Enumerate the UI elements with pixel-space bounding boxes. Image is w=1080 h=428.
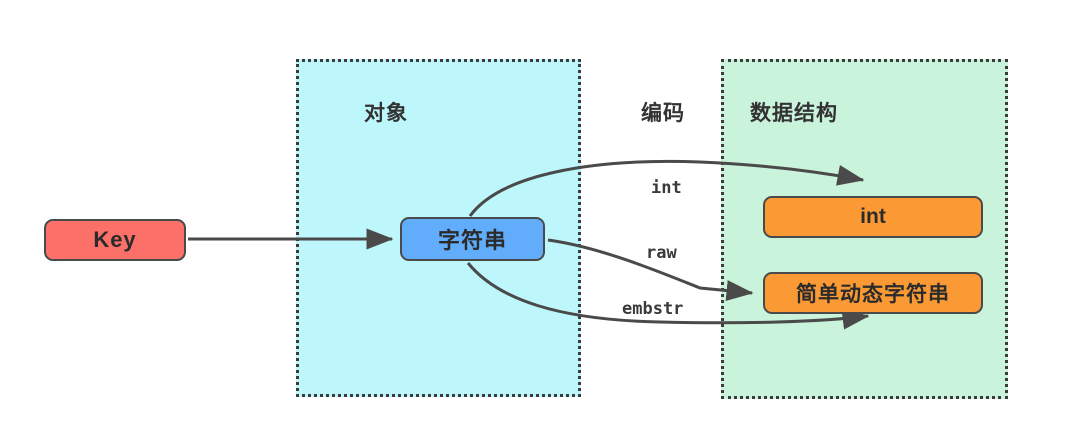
- node-string[interactable]: 字符串: [400, 217, 545, 261]
- node-simple-dynamic-string[interactable]: 简单动态字符串: [763, 272, 983, 314]
- zone-title-data-structure: 数据结构: [750, 102, 838, 125]
- node-key[interactable]: Key: [44, 219, 186, 261]
- edge-label-embstr: embstr: [622, 299, 684, 319]
- zone-title-encoding: 编码: [641, 102, 685, 125]
- edge-label-raw: raw: [646, 243, 677, 263]
- node-int[interactable]: int: [763, 196, 983, 238]
- zone-title-object: 对象: [364, 102, 408, 125]
- edge-label-int: int: [651, 178, 682, 198]
